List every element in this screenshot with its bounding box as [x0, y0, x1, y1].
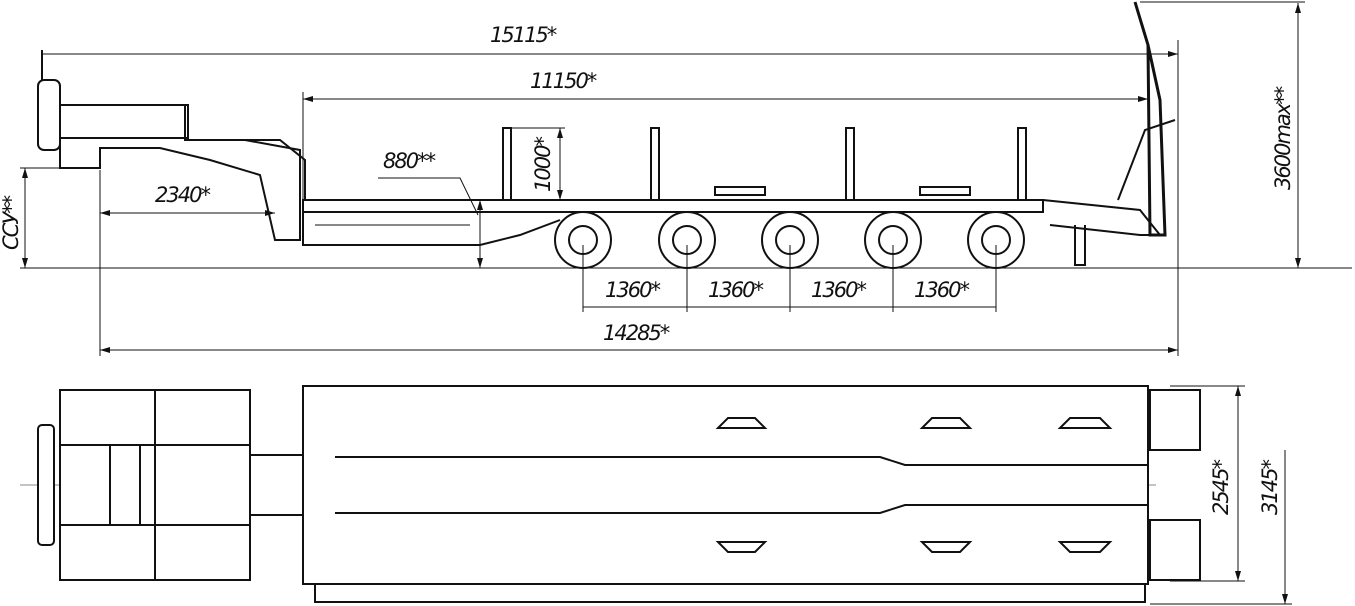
loading-ramp [1133, 1, 1167, 237]
spare-wheel [37, 424, 55, 546]
dim-overall-length: 15115* [490, 23, 557, 47]
landing-gear [1074, 225, 1086, 266]
stakes [502, 127, 1027, 201]
dim-kingpin-offset: 2340* [155, 183, 210, 207]
spare-wheel [37, 79, 61, 151]
stake [650, 127, 660, 201]
axle-supports [715, 417, 1113, 553]
stake [1017, 127, 1027, 201]
side-view: 15115* 11150* 880** 1000* 2340* ССУ** 36… [0, 1, 1352, 356]
dim-fifth-wheel-height: ССУ** [0, 195, 23, 250]
dim-axle-spacing: 1360* [914, 278, 969, 302]
stake [502, 127, 512, 201]
dim-overall-width: 3145* [1258, 460, 1282, 515]
dim-axle-spacing: 1360* [605, 278, 660, 302]
dim-total-length: 14285* [603, 321, 670, 345]
dim-deck-height: 880** [383, 149, 436, 173]
deck-frame [302, 1, 1176, 266]
stake [845, 127, 855, 201]
dim-axle-spacing: 1360* [708, 278, 763, 302]
gooseneck-box [59, 104, 189, 139]
dim-stake-height: 1000* [531, 137, 555, 192]
dim-axle-spacing: 1360* [811, 278, 866, 302]
ramp-plan [1149, 519, 1201, 581]
dim-inner-width: 2545* [1209, 460, 1233, 515]
dimension-lines [20, 1, 1305, 356]
wheel [864, 211, 922, 269]
top-view: 2545* 3145* [20, 385, 1292, 605]
deck-plan [302, 385, 1149, 585]
dim-max-height: 3600max** [1271, 86, 1295, 190]
dim-deck-length: 11150* [530, 69, 597, 93]
ramp-plan [1149, 389, 1201, 451]
wheel [967, 211, 1025, 269]
gooseneck [37, 50, 306, 241]
